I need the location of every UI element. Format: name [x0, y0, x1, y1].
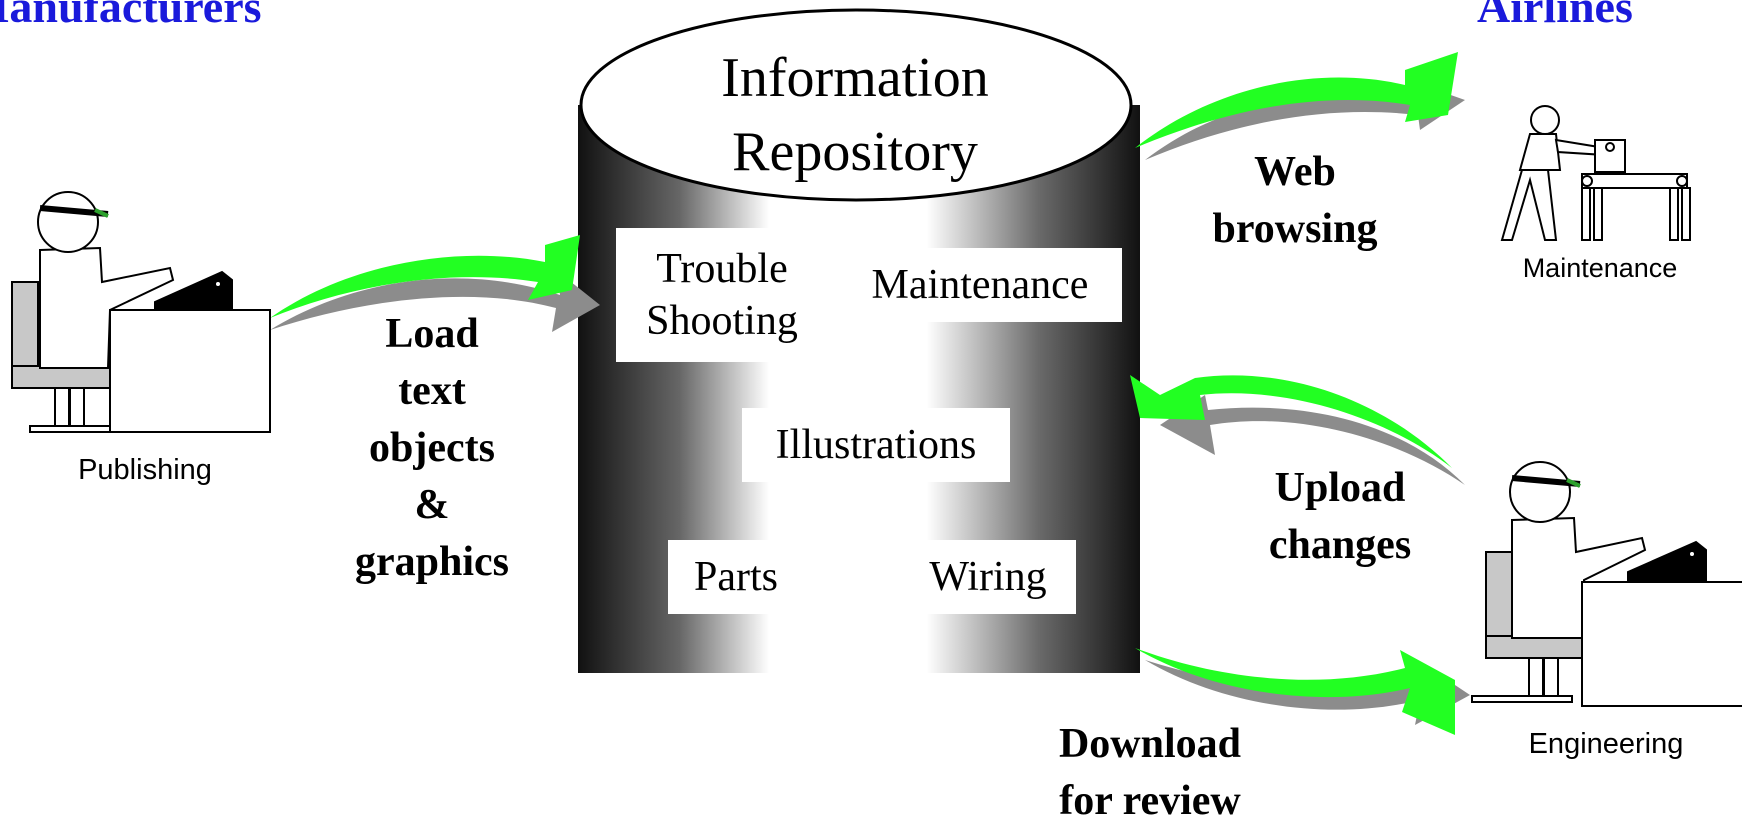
troubleshooting-line2: Shooting	[646, 298, 798, 344]
download-line2: for review	[1059, 778, 1241, 824]
parts-box: Parts	[668, 540, 804, 614]
manufacturers-heading: Manufacturers	[0, 0, 262, 32]
download-line1: Download	[1058, 721, 1242, 767]
upload-label: Upload changes	[1230, 460, 1450, 574]
web-line1: Web	[1254, 149, 1336, 195]
troubleshooting-line1: Trouble	[656, 246, 788, 292]
web-browsing-label: Web browsing	[1175, 144, 1415, 258]
engineering-person-icon	[1471, 461, 1742, 707]
load-line1: Load	[385, 311, 479, 357]
load-line3: objects	[369, 425, 495, 471]
load-line5: graphics	[354, 539, 509, 585]
load-label: Load text objects & graphics	[322, 306, 542, 591]
repository-title-line2: Repository	[732, 121, 978, 183]
download-arrow	[1135, 648, 1470, 735]
load-line2: text	[398, 368, 466, 414]
web-line2: browsing	[1212, 206, 1378, 252]
maintenance-box: Maintenance	[838, 248, 1122, 322]
engineering-caption: Engineering	[1528, 728, 1684, 760]
maintenance-worker-icon	[1500, 105, 1691, 241]
upload-arrow	[1130, 375, 1465, 485]
download-label: Download for review	[1020, 716, 1280, 830]
upload-line1: Upload	[1274, 465, 1406, 511]
publishing-caption: Publishing	[78, 454, 212, 486]
illustrations-box: Illustrations	[742, 408, 1010, 482]
maintenance-caption: Maintenance	[1522, 253, 1678, 283]
upload-line2: changes	[1268, 522, 1412, 568]
web-browsing-arrow	[1135, 52, 1465, 160]
load-line4: &	[414, 482, 450, 528]
airlines-heading: Airlines	[1477, 0, 1633, 32]
repository-title: Information Repository	[640, 44, 1070, 186]
troubleshooting-box: Trouble Shooting	[616, 228, 828, 362]
wiring-box: Wiring	[900, 540, 1076, 614]
publishing-person-icon	[11, 191, 271, 433]
repository-title-line1: Information	[721, 47, 989, 109]
load-arrow	[270, 235, 600, 332]
